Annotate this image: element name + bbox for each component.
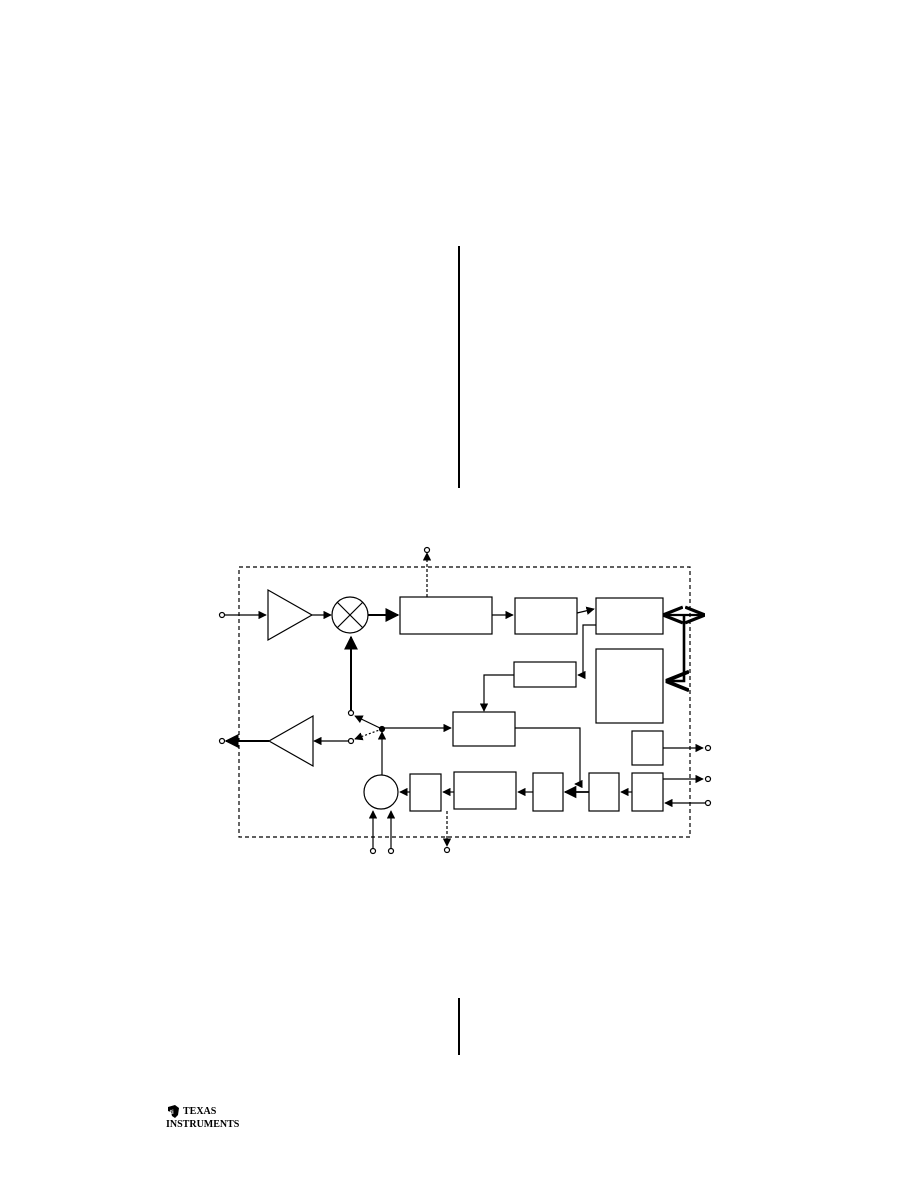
- switch-to-mixer-contact: [354, 715, 383, 730]
- ti-logo: ti TEXAS INSTRUMENTS: [166, 1105, 240, 1130]
- divider-block: [532, 772, 564, 812]
- synth-to-divider-line: [515, 727, 583, 789]
- if-block: [399, 596, 493, 635]
- oscillator-block: [631, 772, 664, 812]
- power-amplifier: [267, 714, 314, 768]
- switch-to-pa-contact: [354, 728, 383, 741]
- mixer: [331, 596, 369, 634]
- ti-state-icon: ti: [168, 1105, 179, 1118]
- control-block: [513, 661, 577, 688]
- rf-input-terminal: [218, 611, 226, 619]
- pa-lo-terminal: [347, 737, 355, 745]
- if-output-terminal: [423, 546, 431, 554]
- vco-input-terminal-2: [387, 847, 395, 855]
- ti-word-instruments: INSTRUMENTS: [166, 1119, 240, 1130]
- aux-block: [631, 730, 664, 766]
- bus-to-memory-line: [668, 615, 684, 681]
- lna-amplifier: [267, 588, 314, 642]
- osc-input-terminal: [704, 799, 712, 807]
- control-to-synth-line: [479, 674, 514, 712]
- pfd-block: [453, 771, 517, 810]
- mixer-lo-terminal: [347, 709, 355, 717]
- column-divider-bottom: [458, 998, 460, 1055]
- column-divider-top: [458, 246, 460, 488]
- demod-to-data-line: [576, 606, 595, 615]
- aux-output-terminal: [704, 744, 712, 752]
- demod-block: [514, 597, 578, 635]
- ti-word-texas: TEXAS: [183, 1106, 217, 1117]
- vco-input-terminal-1: [369, 847, 377, 855]
- loop-filter-block: [409, 773, 442, 812]
- reference-block: [588, 772, 620, 812]
- svg-text:ti: ti: [170, 1110, 174, 1116]
- rf-output-terminal: [218, 737, 226, 745]
- vco: [363, 774, 399, 810]
- osc-output-terminal: [704, 775, 712, 783]
- synth-block: [452, 711, 516, 747]
- data-feedback-line: [577, 624, 596, 680]
- filter-output-terminal: [443, 846, 451, 854]
- chip-boundary: [238, 566, 691, 838]
- data-block: [595, 597, 664, 635]
- logic-block: [595, 648, 664, 724]
